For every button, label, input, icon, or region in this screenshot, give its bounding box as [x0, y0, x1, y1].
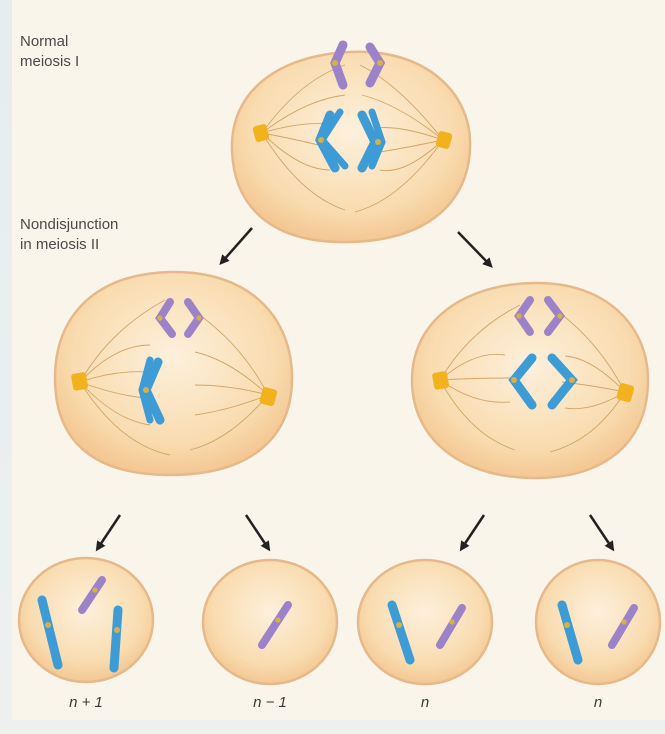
gamete-cell-3	[356, 558, 494, 686]
chromosome-purple	[514, 296, 565, 336]
chromosome-pair-blue	[315, 108, 386, 173]
gamete-label-2: n − 1	[253, 694, 287, 711]
label-normal-meiosis-i: Normal meiosis I	[20, 33, 80, 70]
centrosome-left	[252, 124, 270, 142]
gamete-label-1: n + 1	[69, 694, 103, 711]
gamete-label-4: n	[593, 694, 603, 711]
centrosome-right	[616, 383, 635, 403]
parent-cell-meiosis-i	[230, 40, 472, 244]
gamete-cell-2	[201, 558, 339, 686]
cell-membrane	[230, 50, 472, 244]
chromosome-pair-purple	[330, 40, 386, 90]
gamete-cell-4	[534, 558, 662, 686]
arrow-right-meiosis-i	[457, 231, 493, 268]
gamete-cell-1	[17, 556, 155, 684]
arrow-left-meiosis-i	[219, 227, 253, 265]
gamete-label-3: n	[420, 694, 430, 711]
arrow-gamete-1	[95, 514, 122, 552]
arrow-gamete-4	[588, 514, 615, 552]
daughter-cell-right-normal	[410, 281, 650, 480]
arrow-gamete-2	[244, 514, 271, 552]
cell-membrane	[410, 281, 650, 480]
centrosome-right	[259, 387, 278, 407]
chromosome-purple	[155, 298, 204, 338]
label-nondisjunction-meiosis-ii: Nondisjunction in meiosis II	[20, 216, 119, 253]
chromosome-blue-separated	[508, 353, 578, 410]
chromosome-blue-nondisjoined	[138, 356, 165, 425]
daughter-cell-left-nondisjunction	[53, 270, 294, 477]
arrow-gamete-3	[459, 514, 486, 552]
centrosome-left	[71, 372, 88, 391]
centrosome-right	[435, 131, 453, 149]
centrosome-left	[432, 371, 449, 390]
